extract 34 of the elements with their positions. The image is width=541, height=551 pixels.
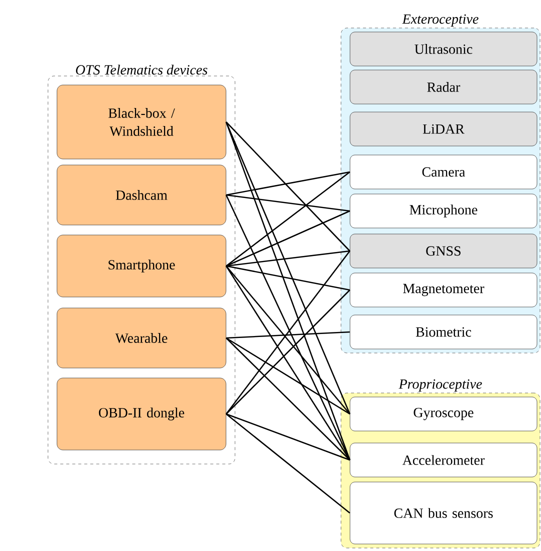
sensor-box: Accelerometer (350, 442, 538, 478)
connector-line (226, 122, 350, 252)
connector-line (226, 194, 350, 460)
node-label: OTS Telematics devices (76, 64, 208, 75)
sensor-box: Radar (350, 70, 538, 104)
device-box: Wearable (56, 308, 226, 368)
sensor-box: Magnetometer (350, 272, 538, 308)
connector-line (226, 194, 350, 212)
sensor-box: CAN bus sensors (350, 482, 538, 544)
sensor-box: Microphone (350, 194, 538, 228)
connector-line (226, 337, 350, 415)
connector-line (226, 171, 350, 196)
device-box: OBD-II dongle (56, 378, 226, 450)
node-label: Exteroceptive (402, 14, 478, 27)
connector-line (226, 171, 350, 267)
connector-line (226, 250, 350, 267)
device-box: Dashcam (56, 164, 226, 226)
device-box: Black-box / Windshield (56, 84, 226, 160)
node-label: Proprioceptive (398, 379, 482, 392)
sensor-box: Biometric (350, 314, 538, 350)
connector-line (226, 265, 350, 291)
connector-line (226, 210, 350, 267)
sensor-box: Ultrasonic (350, 32, 538, 66)
connector-line (226, 266, 350, 460)
connector-line (226, 338, 350, 460)
device-box: Smartphone (56, 234, 226, 298)
connector-line (226, 331, 350, 339)
sensor-box: LiDAR (350, 112, 538, 146)
connector-line (226, 290, 350, 414)
sensor-box: Camera (350, 154, 538, 190)
sensor-box: Gyroscope (350, 396, 538, 432)
connector-line (226, 413, 350, 514)
sensor-box: GNSS (350, 234, 538, 268)
connector-line (226, 413, 350, 461)
